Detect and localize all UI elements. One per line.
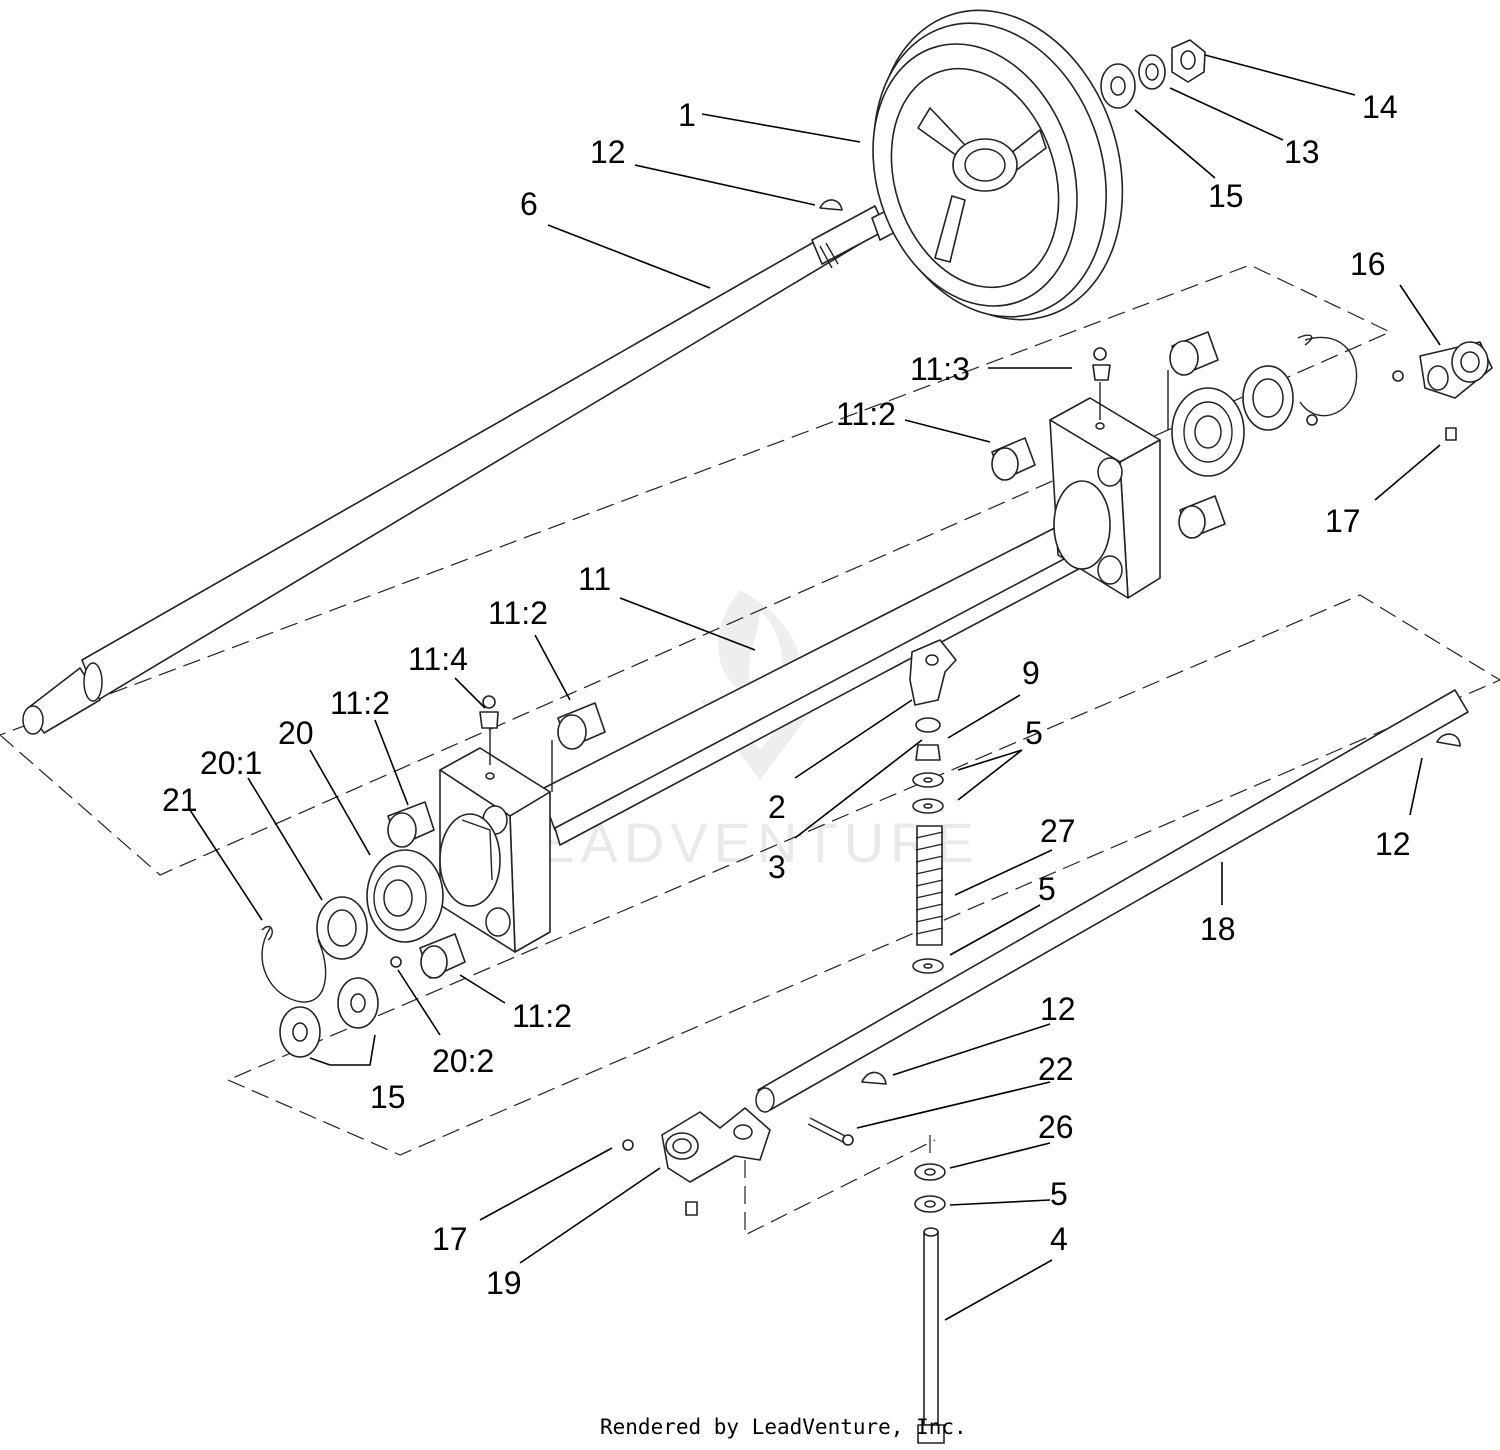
callout-20-1: 20:1 bbox=[200, 745, 262, 781]
callout-2: 2 bbox=[768, 789, 786, 825]
key-12-upper bbox=[819, 199, 843, 211]
callout-18: 18 bbox=[1200, 911, 1236, 947]
callout-3: 3 bbox=[768, 849, 786, 885]
callout-14: 14 bbox=[1362, 89, 1398, 125]
callout-11-2: 11:2 bbox=[488, 595, 548, 631]
callout-labels: 1 12 6 14 13 15 16 11:3 11:2 17 11 11:2 … bbox=[162, 89, 1411, 1301]
callout-6: 6 bbox=[520, 186, 538, 222]
callout-12: 12 bbox=[1375, 826, 1411, 862]
lockwasher-13 bbox=[1138, 54, 1166, 90]
shaft-18 bbox=[755, 689, 1469, 1113]
callout-11-2: 11:2 bbox=[330, 685, 390, 721]
credit-text: Rendered by LeadVenture, Inc. bbox=[600, 1415, 967, 1439]
callout-9: 9 bbox=[1022, 655, 1040, 691]
callout-12: 12 bbox=[590, 134, 626, 170]
callout-27: 27 bbox=[1040, 813, 1076, 849]
callout-22: 22 bbox=[1038, 1051, 1074, 1087]
bushing-11-2-b bbox=[1167, 331, 1219, 430]
callout-12: 12 bbox=[1040, 991, 1076, 1027]
washers-5-upper bbox=[912, 772, 944, 814]
bushing-11-2-c bbox=[1178, 495, 1226, 539]
callout-17: 17 bbox=[432, 1221, 468, 1257]
bushing-11-2-f bbox=[419, 933, 466, 979]
collar-20-1 bbox=[316, 896, 402, 968]
callout-11-2: 11:2 bbox=[836, 396, 896, 432]
bushing-11-2-e bbox=[387, 801, 435, 848]
bearing-block-right bbox=[1049, 397, 1161, 599]
bearing-cap-16 bbox=[1392, 341, 1493, 399]
nut-9-3 bbox=[915, 717, 941, 761]
callout-20: 20 bbox=[278, 715, 314, 751]
bearing-block-left bbox=[439, 747, 551, 953]
callout-15: 15 bbox=[370, 1079, 406, 1115]
spring-27 bbox=[915, 825, 944, 946]
key-12-right bbox=[1436, 733, 1461, 747]
callout-5: 5 bbox=[1025, 715, 1043, 751]
collar-right bbox=[1242, 365, 1318, 431]
cotter-pin-22 bbox=[807, 1117, 854, 1146]
callout-26: 26 bbox=[1038, 1109, 1074, 1145]
arm-19 bbox=[622, 1107, 771, 1183]
retaining-ring-right bbox=[1297, 334, 1358, 417]
flange-bearing-20 bbox=[366, 849, 444, 943]
washer-5-lower bbox=[914, 1195, 946, 1213]
washers-15-lower bbox=[279, 977, 379, 1058]
callout-17: 17 bbox=[1325, 503, 1361, 539]
dashed-frame-upper bbox=[0, 264, 1392, 876]
washer-5-mid bbox=[912, 958, 944, 974]
callout-5: 5 bbox=[1038, 871, 1056, 907]
grease-fitting-11-4 bbox=[479, 695, 499, 765]
callout-11-2: 11:2 bbox=[512, 998, 572, 1034]
callout-19: 19 bbox=[486, 1265, 522, 1301]
callout-11-4: 11:4 bbox=[408, 641, 468, 677]
washer-26 bbox=[914, 1163, 946, 1181]
pulley-1 bbox=[872, 9, 1124, 321]
retaining-ring-21 bbox=[261, 925, 327, 1003]
leader-lines bbox=[189, 54, 1441, 1321]
clevis-2 bbox=[909, 639, 957, 706]
callout-20-2: 20:2 bbox=[432, 1043, 494, 1079]
callout-1: 1 bbox=[678, 97, 696, 133]
callout-5: 5 bbox=[1050, 1176, 1068, 1212]
callout-16: 16 bbox=[1350, 246, 1386, 282]
washer-15-upper bbox=[1100, 63, 1136, 109]
bushing-11-2-d bbox=[551, 702, 606, 792]
set-screw-17-lower bbox=[685, 1201, 698, 1216]
bearing-right bbox=[1171, 387, 1245, 477]
callout-4: 4 bbox=[1050, 1221, 1068, 1257]
callout-15: 15 bbox=[1208, 178, 1244, 214]
shaft-6 bbox=[22, 199, 915, 735]
callout-11-3: 11:3 bbox=[910, 351, 970, 387]
key-12-lower bbox=[861, 1071, 887, 1085]
bushing-11-2-a bbox=[991, 437, 1036, 481]
callout-21: 21 bbox=[162, 782, 198, 818]
callout-11: 11 bbox=[578, 561, 611, 597]
bolt-4 bbox=[917, 1227, 945, 1444]
grease-fitting-11-3 bbox=[1092, 347, 1111, 420]
callout-13: 13 bbox=[1284, 134, 1320, 170]
nut-14 bbox=[1171, 39, 1206, 83]
set-screw-17-upper bbox=[1445, 427, 1457, 441]
